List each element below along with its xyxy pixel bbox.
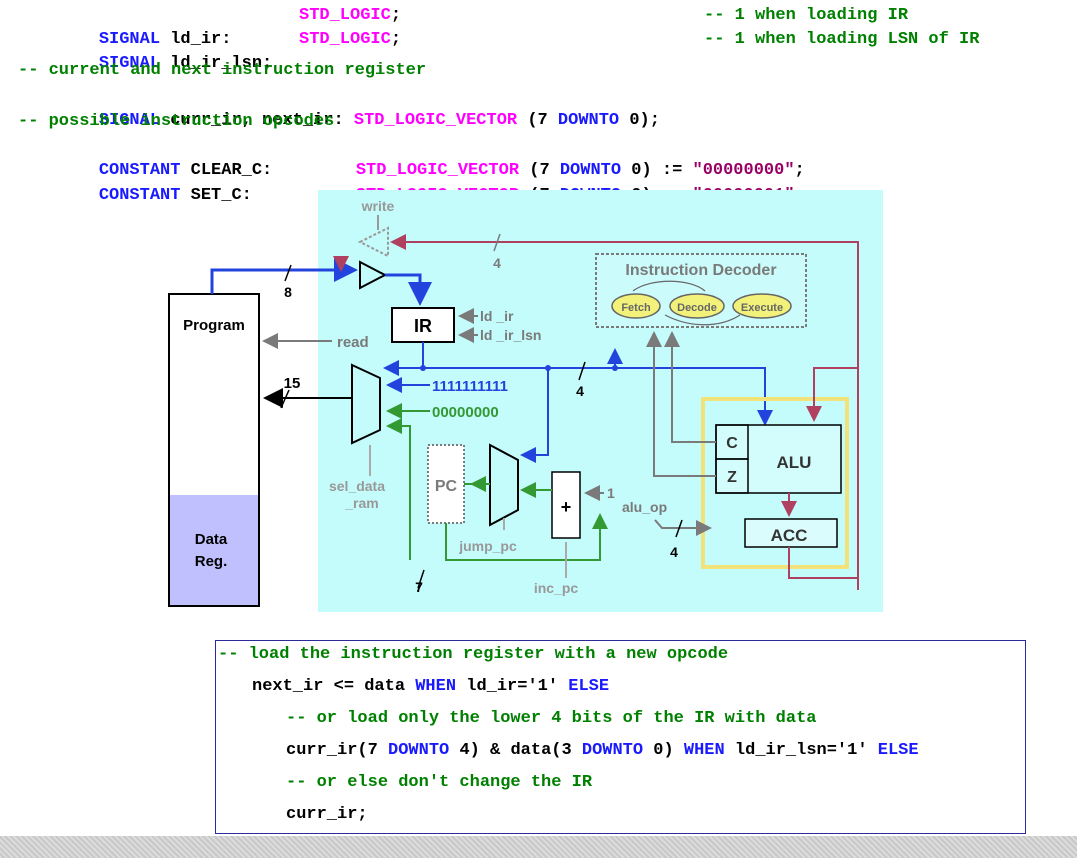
code-comment-ld-ir: -- 1 when loading IR: [704, 6, 909, 25]
ir-label: IR: [414, 316, 432, 336]
code-comment-ir: -- current and next instruction register: [18, 61, 427, 80]
ir-to-jump-mux: [520, 368, 549, 463]
bus7-label: 7: [415, 579, 423, 595]
bus8-label: 8: [284, 284, 292, 300]
fetch-label: Fetch: [621, 302, 651, 314]
sel-data-ram-label-1: sel_data: [329, 478, 385, 494]
address-mux: [351, 363, 381, 445]
alu-label: ALU: [777, 453, 812, 472]
data-reg-label-1: Data: [195, 531, 228, 548]
code-type-ld-ir-lsn: STD_LOGIC;: [299, 30, 402, 49]
data-reg-label-2: Reg.: [195, 553, 228, 570]
bus4-top-label: 4: [493, 255, 501, 271]
ir-to-alu: [615, 367, 773, 426]
alu-frame: [701, 397, 849, 569]
bus8-tick: [284, 264, 292, 282]
sel-data-ram-label-2: _ram: [344, 495, 378, 511]
decoder-title: Instruction Decoder: [625, 262, 776, 279]
c-label: C: [726, 435, 738, 452]
code-comment-else: -- or else don't change the IR: [286, 773, 593, 792]
code-next-ir: next_ir <= data WHEN ld_ir='1' ELSE: [252, 677, 610, 696]
code-line-clear-c: CONSTANT CLEAR_C:: [98, 161, 273, 180]
execute-state: [732, 293, 792, 319]
pc-label: PC: [435, 478, 458, 495]
code-line-set-c: CONSTANT SET_C:: [98, 186, 252, 205]
junction-ir: [420, 365, 426, 371]
execute-label: Execute: [741, 302, 783, 314]
code-box: -- load the instruction register with a …: [215, 640, 1026, 834]
code-comment-opcodes: -- possible instruction opcodes: [18, 112, 335, 131]
decode-state: [669, 293, 725, 319]
code-comment-load: -- load the instruction register with a …: [218, 645, 729, 664]
ld-ir-lsn-label: ld _ir_lsn: [480, 327, 541, 343]
code-line-ld-ir-lsn: SIGNAL ld_ir_lsn:: [98, 54, 273, 73]
bus4-mid-label: 4: [576, 383, 584, 399]
one-label: 1: [607, 485, 615, 501]
buffer-to-ir: [385, 273, 432, 306]
junction-decoder: [612, 365, 618, 371]
ones-label: 1111111111: [432, 378, 508, 395]
pc-to-mux: [386, 418, 411, 560]
pc-adder: [551, 471, 581, 539]
program-to-ir-bus: [210, 258, 358, 294]
bottom-texture-strip: [0, 836, 1077, 858]
alu-op-arrow: [654, 519, 712, 536]
pc-loop: [445, 513, 608, 561]
code-type-clear-c: STD_LOGIC_VECTOR (7 DOWNTO 0) := "000000…: [355, 161, 805, 180]
data-reg-region: [170, 495, 258, 605]
acc-register: [744, 518, 838, 548]
carry-to-decoder: [664, 331, 716, 443]
adder-plus: +: [561, 497, 572, 517]
decoder-arc-top: [632, 280, 706, 292]
bus7-tick: [417, 569, 425, 589]
pc-register: [427, 444, 465, 524]
ld-ir-label: ld _ir: [480, 308, 514, 324]
decoder-arc-bottom: [664, 314, 741, 326]
inc-pc-label: inc_pc: [534, 580, 579, 596]
bus4-top-tick: [493, 233, 501, 252]
bus15-label: 15: [284, 375, 301, 392]
fetch-state: [611, 293, 661, 319]
code-comment-lower: -- or load only the lower 4 bits of the …: [286, 709, 817, 728]
ir-register: [391, 307, 455, 343]
write-buffer: [357, 226, 389, 258]
jump-pc-label: jump_pc: [458, 538, 517, 554]
code-line-curr-next-ir: SIGNAL curr_ir, next_ir: STD_LOGIC_VECTO…: [98, 111, 660, 130]
zeros-label: 00000000: [432, 404, 499, 421]
z-label: Z: [727, 469, 737, 486]
code-curr-ir: curr_ir;: [286, 805, 368, 824]
ir-to-decoder: [422, 342, 623, 369]
bus4-mid-tick: [578, 361, 586, 381]
program-label: Program: [183, 317, 245, 334]
zero-to-decoder: [646, 331, 716, 477]
acc-out: [788, 547, 858, 579]
alu-op-label: alu_op: [622, 499, 667, 515]
code-type-ld-ir: STD_LOGIC;: [299, 6, 402, 25]
code-line-ld-ir: SIGNAL ld_ir:: [98, 30, 232, 49]
acc-to-write-bus: [390, 234, 859, 590]
jump-mux: [489, 443, 519, 527]
bus4-alu-tick: [675, 519, 683, 538]
read-buffer: [359, 260, 388, 290]
acc-to-alu: [806, 367, 858, 422]
write-label: write: [361, 198, 395, 214]
code-curr-ir-lsn: curr_ir(7 DOWNTO 4) & data(3 DOWNTO 0) W…: [286, 741, 919, 760]
bus15-tick: [280, 389, 290, 409]
read-label: read: [337, 334, 369, 351]
code-comment-ld-ir-lsn: -- 1 when loading LSN of IR: [704, 30, 980, 49]
acc-label: ACC: [771, 526, 808, 545]
bus4-alu-label: 4: [670, 544, 678, 560]
decode-label: Decode: [677, 302, 717, 314]
